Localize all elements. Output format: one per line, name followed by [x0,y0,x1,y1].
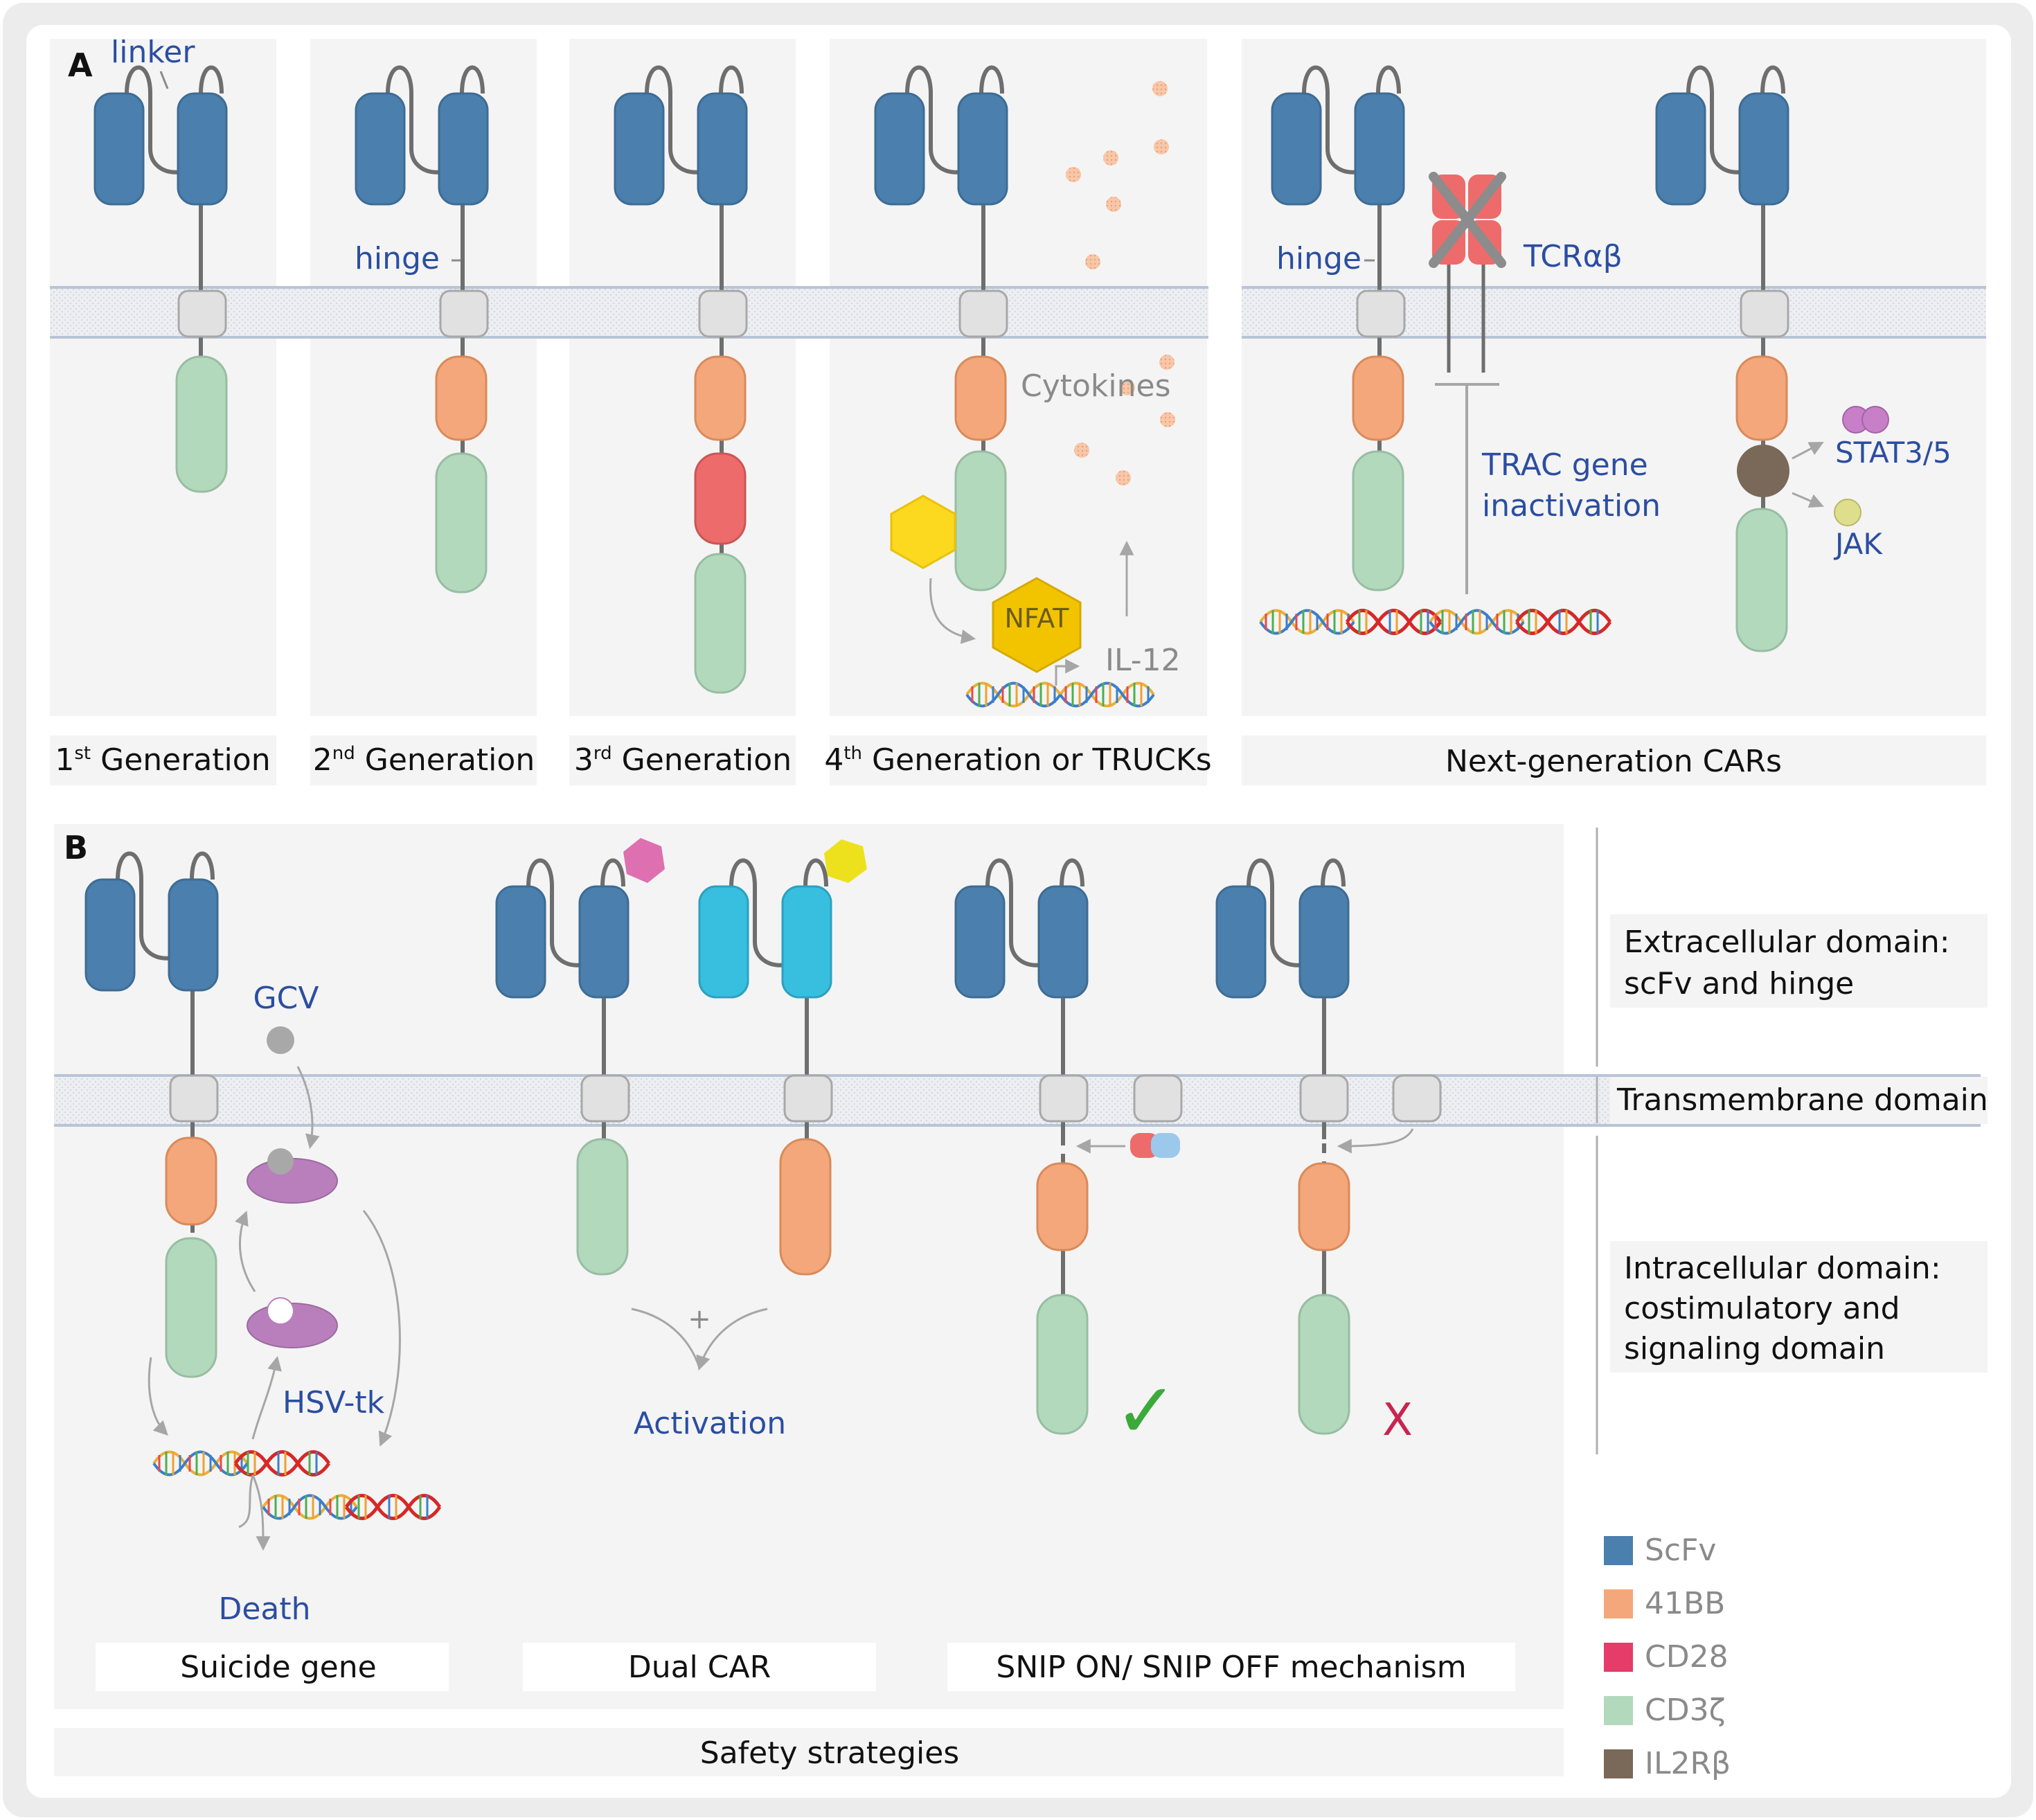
legend-label-il2rb: IL2Rβ [1645,1746,1731,1781]
legend-label-cd3z: CD3ζ [1645,1693,1726,1728]
il2rb-domain [1737,445,1789,497]
gcv-molecule-icon [267,1026,294,1054]
pink-antigen-icon [623,838,665,883]
legend-swatch-cd3z [1604,1696,1633,1725]
il12-label: IL-12 [1105,643,1181,678]
car-gen3 [615,68,747,694]
legend-label-scfv: ScFv [1645,1533,1716,1568]
linker-label: linker [111,35,195,70]
legend: ScFv 41BB CD28 CD3ζ IL2Rβ [1604,1533,1731,1781]
caption-gen3: 3rd Generation [574,742,792,778]
caption-safety: Safety strategies [700,1736,959,1771]
car-snip-off [1217,861,1349,1435]
caption-snip: SNIP ON/ SNIP OFF mechanism [996,1650,1466,1685]
car-next-left [1272,68,1404,591]
car-dual-2 [699,861,832,1276]
cytokines-label: Cytokines [1021,368,1171,404]
caption-dual: Dual CAR [628,1650,771,1685]
legend-label-cd28: CD28 [1645,1639,1729,1675]
caption-gen1: 1st Generation [55,742,270,778]
snip-protease-off [1392,1074,1442,1123]
legend-swatch-il2rb [1604,1749,1633,1778]
tcr-crossed-icon [1429,172,1506,373]
trac-line2: inactivation [1482,488,1661,524]
jak-icon [1834,499,1861,526]
car-gen4 [875,68,1007,591]
activation-label: Activation [634,1406,786,1441]
car-next-right [1657,68,1789,652]
legend-label-41bb: 41BB [1645,1586,1725,1621]
trans-label: Transmembrane domain [1616,1082,1988,1118]
car-suicide [86,854,217,1378]
hinge-label-next: hinge [1276,241,1361,276]
hexagon-ligand-icon [890,494,956,569]
hsvtk-label: HSV-tk [283,1385,385,1420]
extra-line1: Extracellular domain: [1624,925,1950,960]
yellow-antigen-icon [824,839,867,883]
intra-line2: costimulatory and [1624,1291,1900,1326]
death-label: Death [218,1591,310,1627]
stat-label: STAT3/5 [1835,436,1952,470]
intra-line3: signaling domain [1624,1331,1885,1366]
plus-sign: + [688,1303,711,1335]
nfat-hexagon-icon [992,577,1082,673]
caption-gen4: 4th Generation or TRUCKs [824,742,1211,778]
panel-b-captions [54,1643,1564,1776]
legend-swatch-41bb [1604,1589,1633,1618]
tcr-label: TCRαβ [1523,239,1623,274]
extra-domain-box [1610,914,1988,1008]
extra-line2: scFv and hinge [1624,966,1854,1001]
intra-domain-box [1610,1241,1988,1373]
caption-gen2: 2nd Generation [313,742,535,778]
legend-swatch-cd28 [1604,1643,1633,1672]
car-gen1 [95,68,226,493]
jak-label: JAK [1833,527,1883,561]
cytokine-dots [1066,81,1175,485]
check-icon: ✓ [1114,1366,1178,1455]
snip-protease-on [1133,1074,1183,1123]
car-gen2 [356,68,488,594]
caption-next-gen: Next-generation CARs [1445,744,1782,779]
gcv-label: GCV [253,981,319,1016]
panel-b-letter: B [64,829,88,866]
trac-line1: TRAC gene [1481,447,1648,483]
cross-icon: X [1382,1395,1413,1446]
caption-suicide: Suicide gene [180,1650,376,1685]
trans-domain-box [1610,1077,1988,1124]
membrane-a [50,286,1986,339]
car-dual-1 [497,861,629,1276]
nfat-label: NFAT [1004,603,1069,634]
panel-a-captions [50,735,1986,785]
hinge-label-gen2: hinge [355,241,440,276]
intra-line1: Intracellular domain: [1624,1251,1941,1286]
panel-a-letter: A [68,46,93,84]
legend-swatch-scfv [1604,1536,1633,1565]
car-snip-on [956,861,1087,1435]
